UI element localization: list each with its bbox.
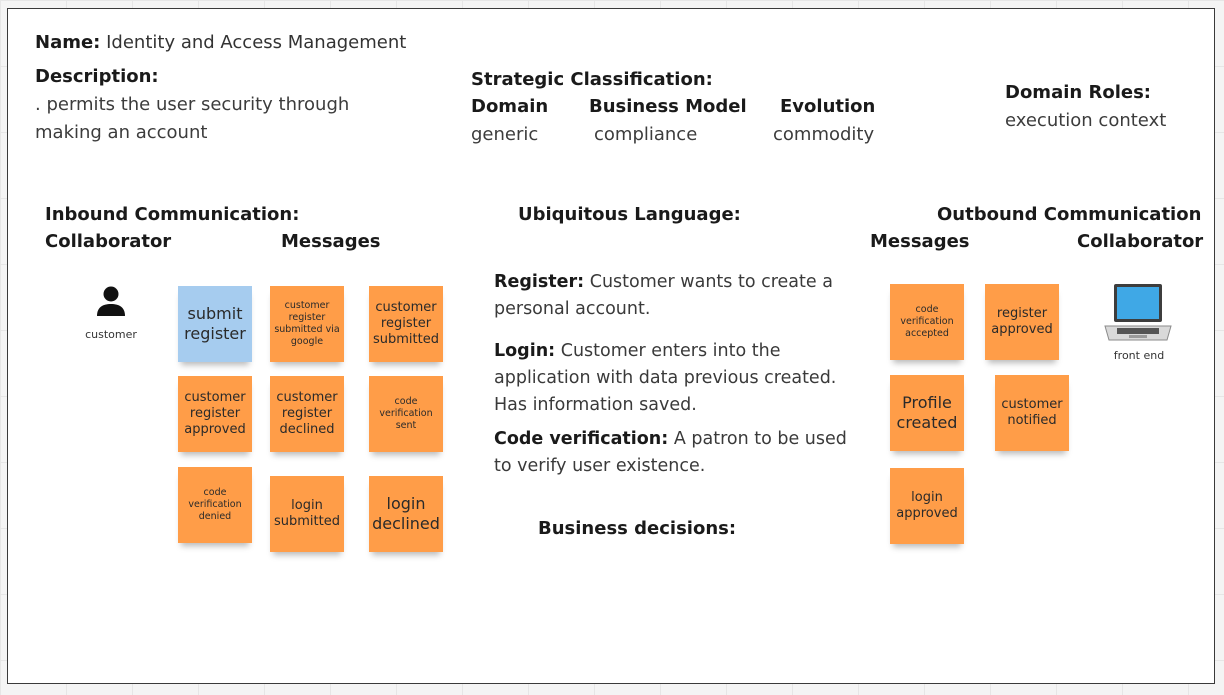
description-label: Description: [35, 66, 159, 87]
language-term: Register: [494, 272, 585, 292]
laptop-icon [1103, 282, 1173, 344]
sticky-note: customer notified [995, 375, 1069, 451]
language-term: Code verification: [494, 429, 669, 449]
outbound-title: Outbound Communication [937, 204, 1202, 225]
bounded-context-canvas: Name: Identity and Access Management Des… [7, 8, 1215, 684]
sticky-note: register approved [985, 284, 1059, 360]
description-line-1: . permits the user security through [35, 94, 350, 115]
domain-roles-value: execution context [1005, 110, 1167, 131]
language-definition: Customer enters into the application wit… [494, 341, 837, 415]
language-entry-code-verification: Code verification: A patron to be used t… [494, 426, 854, 480]
sticky-note: Profile created [890, 375, 964, 451]
language-entry-register: Register: Customer wants to create a per… [494, 269, 854, 323]
sticky-note: customer register declined [270, 376, 344, 452]
evolution-value: commodity [773, 124, 875, 145]
outbound-messages-label: Messages [870, 231, 970, 252]
name-label: Name: [35, 32, 101, 53]
sticky-note: code verification sent [369, 376, 443, 452]
sticky-note: login declined [369, 476, 443, 552]
ubiquitous-language-title: Ubiquitous Language: [518, 204, 741, 225]
inbound-messages-label: Messages [281, 231, 381, 252]
domain-roles-label: Domain Roles: [1005, 82, 1151, 103]
sticky-note: login approved [890, 468, 964, 544]
business-decisions-label: Business decisions: [538, 518, 737, 539]
sticky-note: code verification denied [178, 467, 252, 543]
person-icon [96, 285, 126, 317]
name-row: Name: Identity and Access Management [35, 32, 406, 53]
domain-value: generic [471, 124, 539, 145]
name-value: Identity and Access Management [106, 32, 407, 53]
evolution-label: Evolution [780, 96, 876, 117]
business-model-label: Business Model [589, 96, 747, 117]
inbound-collaborator-name: customer [85, 328, 137, 341]
sticky-note: code verification accepted [890, 284, 964, 360]
language-term: Login: [494, 341, 556, 361]
language-entry-login: Login: Customer enters into the applicat… [494, 338, 854, 419]
sticky-note: customer register approved [178, 376, 252, 452]
outbound-collaborator-label: Collaborator [1077, 231, 1204, 252]
inbound-title: Inbound Communication: [45, 204, 300, 225]
language-definition: A patron to be used to verify user exist… [494, 429, 847, 476]
sticky-note: customer register submitted via google [270, 286, 344, 362]
inbound-collaborator-label: Collaborator [45, 231, 172, 252]
sticky-note: submit register [178, 286, 252, 362]
description-line-2: making an account [35, 122, 208, 143]
language-definition: Customer wants to create a personal acco… [494, 272, 833, 319]
sticky-note: customer register submitted [369, 286, 443, 362]
domain-label: Domain [471, 96, 549, 117]
strategic-classification-title: Strategic Classification: [471, 69, 713, 90]
sticky-note: login submitted [270, 476, 344, 552]
business-model-value: compliance [594, 124, 698, 145]
outbound-collaborator-name: front end [1113, 349, 1165, 362]
